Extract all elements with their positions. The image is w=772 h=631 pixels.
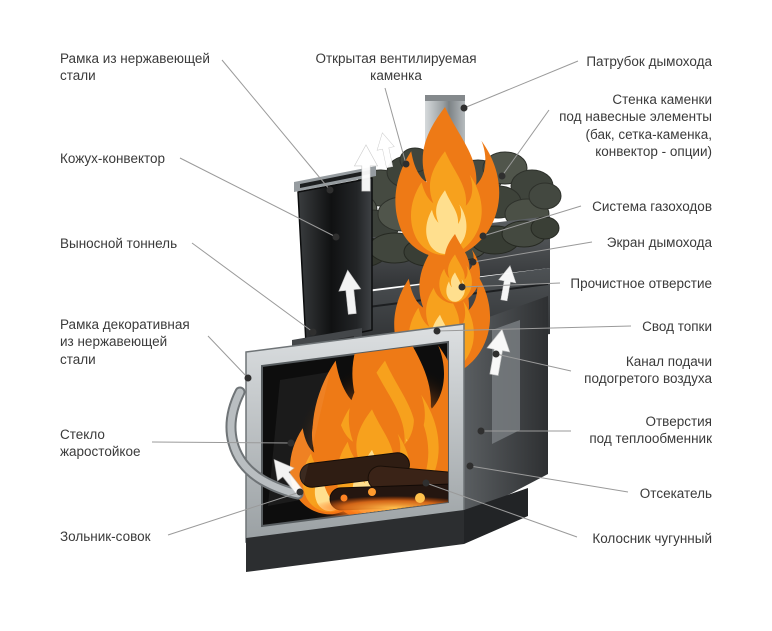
anchor-dot-firebox-roof	[433, 327, 441, 335]
anchor-dot-flame-splitter	[466, 462, 474, 470]
callout-cleanout-hole: Прочистное отверстие	[570, 276, 712, 291]
leader-line-convector-casing	[179, 157, 337, 238]
leader-line-open-heater	[384, 87, 407, 165]
callout-convector-casing: Кожух-конвектор	[60, 151, 166, 166]
anchor-dot-chimney-pipe	[460, 104, 468, 112]
callout-open-heater: Открытая вентилируемая каменка	[315, 51, 477, 84]
callout-gas-duct-system: Система газоходов	[592, 199, 712, 214]
anchor-dot-decorative-frame	[244, 374, 252, 382]
stove-base	[246, 488, 528, 572]
callout-chimney-screen: Экран дымохода	[606, 235, 712, 250]
callout-chimney-pipe: Патрубок дымохода	[586, 54, 712, 69]
leader-line-heatproof-glass	[151, 441, 292, 444]
anchor-dot-frame-stainless	[326, 186, 334, 194]
anchor-dot-gas-duct-system	[479, 232, 487, 240]
anchor-dot-cast-iron-grate	[422, 479, 430, 487]
leader-line-heater-wall	[501, 109, 550, 177]
leader-line-flame-splitter	[469, 465, 629, 493]
leader-line-air-supply-channel	[495, 353, 572, 372]
anchor-dot-air-supply-channel	[492, 350, 500, 358]
anchor-dot-convector-casing	[332, 233, 340, 241]
callout-heat-exchanger-holes: Отверстия под теплообменник	[589, 414, 712, 447]
ash-pan-handle	[225, 386, 304, 500]
leader-line-ash-pan-scoop	[167, 491, 301, 536]
callout-heater-wall: Стенка каменки под навесные элементы (ба…	[559, 92, 712, 159]
leader-line-cast-iron-grate	[425, 482, 578, 538]
leader-line-chimney-pipe	[463, 60, 579, 109]
anchor-dot-heat-exchanger-holes	[477, 427, 485, 435]
anchor-dot-remote-tunnel	[309, 328, 317, 336]
anchor-dot-heatproof-glass	[287, 439, 295, 447]
callout-flame-splitter: Отсекатель	[639, 486, 712, 501]
anchor-dot-open-heater	[402, 160, 410, 168]
leader-line-gas-duct-system	[482, 205, 582, 237]
anchor-dot-cleanout-hole	[458, 283, 466, 291]
leader-line-decorative-frame	[207, 335, 249, 379]
anchor-dot-chimney-screen	[469, 258, 477, 266]
leader-line-chimney-screen	[472, 241, 593, 263]
callout-air-supply-channel: Канал подачи подогретого воздуха	[584, 354, 712, 387]
leader-line-cleanout-hole	[461, 282, 561, 288]
callout-remote-tunnel: Выносной тоннель	[60, 236, 178, 251]
leader-line-frame-stainless	[221, 59, 331, 191]
anchor-dot-ash-pan-scoop	[296, 488, 304, 496]
callout-heatproof-glass: Стекло жаростойкое	[60, 427, 141, 460]
leader-line-firebox-roof	[436, 325, 632, 332]
callout-ash-pan-scoop: Зольник-совок	[60, 529, 151, 544]
callout-firebox-roof: Свод топки	[642, 319, 712, 334]
callout-cast-iron-grate: Колосник чугунный	[592, 531, 712, 546]
right-side-wall	[464, 296, 548, 518]
anchor-dot-heater-wall	[498, 172, 506, 180]
callout-decorative-frame: Рамка декоративная из нержавеющей стали	[60, 317, 190, 367]
leader-line-remote-tunnel	[191, 242, 314, 333]
callout-frame-stainless: Рамка из нержавеющей стали	[60, 51, 210, 84]
